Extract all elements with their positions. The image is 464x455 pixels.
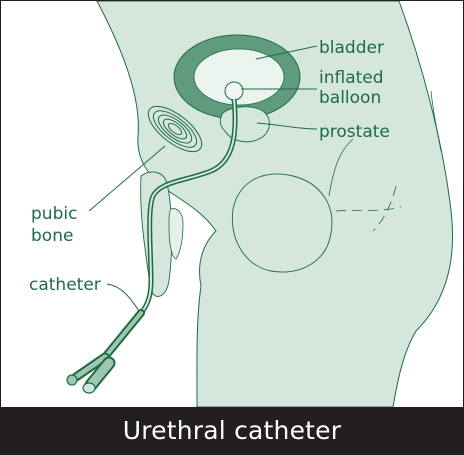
label-pubic-line1: pubic — [31, 204, 77, 224]
label-prostate: prostate — [319, 122, 390, 142]
leader-catheter — [107, 284, 139, 311]
catheter-valve — [67, 375, 77, 385]
label-balloon-line1: inflated — [319, 68, 384, 88]
catheter-drain-opening — [83, 383, 95, 393]
thigh-outline — [232, 174, 332, 272]
caption-text: Urethral catheter — [123, 416, 342, 445]
label-bladder: bladder — [319, 38, 384, 58]
label-catheter: catheter — [29, 275, 101, 295]
label-balloon-line2: balloon — [319, 88, 381, 108]
inflated-balloon — [225, 82, 243, 100]
label-pubic-line2: bone — [31, 226, 73, 246]
caption-bar: Urethral catheter — [1, 407, 463, 454]
catheter-external-inner — [105, 313, 141, 357]
